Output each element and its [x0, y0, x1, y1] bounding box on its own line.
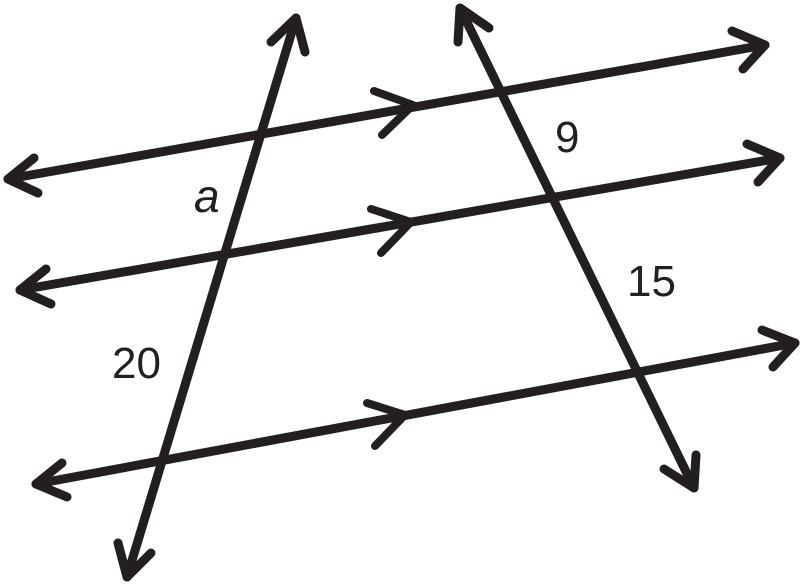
arrowhead-middle-right — [742, 139, 785, 187]
arrowhead-bottom-left — [31, 458, 72, 502]
label-15: 15 — [627, 257, 676, 306]
arrowhead-bottom-right — [757, 325, 800, 372]
arrowhead-transversal-left-top — [266, 13, 310, 57]
transversal-right — [455, 3, 699, 493]
parallel-mark-middle — [367, 205, 415, 257]
arrowhead-top-left — [3, 153, 43, 198]
arrowhead-transversal-right-top — [453, 3, 494, 47]
arrowhead-middle-left — [15, 264, 56, 309]
parallel-line-top — [3, 40, 770, 184]
parallel-line-middle — [15, 153, 785, 295]
parallel-mark-bottom — [363, 399, 409, 450]
transversal-left — [122, 13, 301, 582]
label-20: 20 — [112, 339, 161, 388]
arrowhead-top-right — [727, 26, 770, 74]
label-9: 9 — [555, 113, 579, 162]
arrowhead-transversal-left-bottom — [113, 538, 156, 582]
label-a: a — [194, 170, 220, 222]
arrowhead-transversal-right-bottom — [659, 450, 701, 493]
parallel-mark-top — [370, 87, 417, 139]
